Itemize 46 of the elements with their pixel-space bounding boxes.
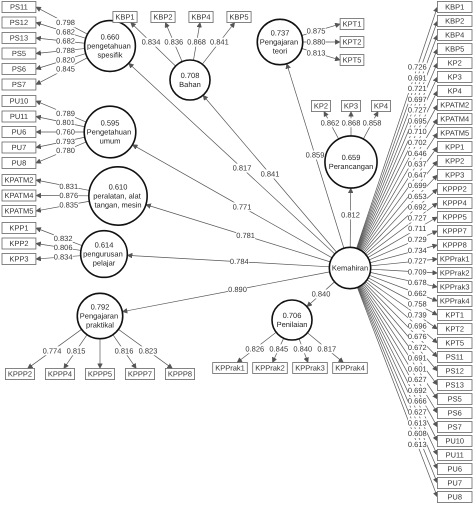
arrow xyxy=(36,114,86,128)
arrow xyxy=(202,94,337,253)
arrow xyxy=(348,188,354,248)
arrow xyxy=(307,332,344,363)
arrow xyxy=(286,63,344,249)
arrow xyxy=(36,6,88,35)
arrow xyxy=(36,53,86,70)
arrow xyxy=(36,200,90,213)
arrow xyxy=(301,48,340,62)
arrow xyxy=(363,283,438,372)
arrow xyxy=(36,227,83,246)
arrow xyxy=(27,328,82,369)
arrow xyxy=(130,22,176,66)
arrow xyxy=(127,252,330,268)
arrow xyxy=(112,334,136,369)
arrow xyxy=(128,63,336,254)
arrow xyxy=(36,136,86,150)
arrow xyxy=(36,21,86,39)
arrow xyxy=(118,328,173,369)
arrow xyxy=(368,216,438,258)
arrow xyxy=(370,268,438,276)
arrow xyxy=(365,281,438,344)
arrow xyxy=(369,274,438,302)
arrow xyxy=(64,334,88,369)
arrow xyxy=(368,277,438,316)
arrow xyxy=(365,188,438,254)
arrow xyxy=(366,202,438,256)
arrow xyxy=(370,244,438,264)
arrow xyxy=(132,144,332,258)
arrow xyxy=(236,332,277,363)
arrow xyxy=(202,22,235,65)
arrow xyxy=(36,100,87,122)
arrow xyxy=(146,204,331,262)
arrow xyxy=(122,272,330,314)
arrow xyxy=(306,281,335,307)
arrow xyxy=(36,178,90,191)
arrow xyxy=(370,272,438,289)
arrow xyxy=(364,174,438,254)
arrow xyxy=(364,282,438,358)
arrow xyxy=(97,338,103,369)
arrow xyxy=(36,57,88,85)
arrow xyxy=(36,142,87,164)
arrow xyxy=(370,256,438,266)
arrow xyxy=(366,279,438,330)
arrow xyxy=(368,230,438,260)
arrow xyxy=(301,22,340,36)
